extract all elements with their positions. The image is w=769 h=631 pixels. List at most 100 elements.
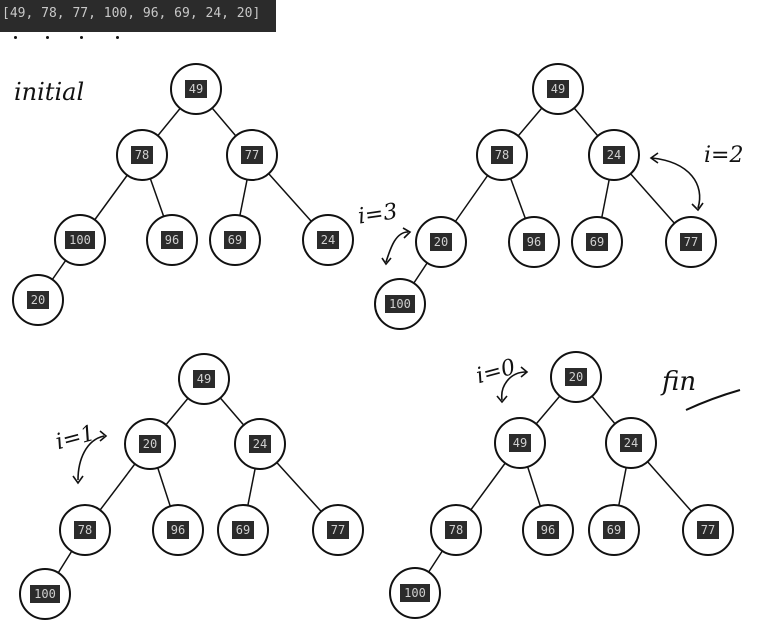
swap-arrows [72, 152, 704, 485]
node-value-box [27, 291, 49, 309]
node-value-box [697, 521, 719, 539]
node-value: 100 [404, 586, 426, 600]
node-value-box [327, 521, 349, 539]
tree-node: 49 [178, 353, 230, 405]
node-value: 69 [236, 523, 250, 537]
node-value: 24 [253, 437, 267, 451]
node-value-box [241, 146, 263, 164]
node-value: 69 [590, 235, 604, 249]
tree-step-i3-i2: 49 78 24 20 96 69 77 100 [374, 63, 717, 330]
tree-final: 20 49 24 78 96 69 77 100 [389, 351, 734, 619]
tree-node: 24 [302, 214, 354, 266]
node-value: 49 [197, 372, 211, 386]
node-value: 96 [527, 235, 541, 249]
label-i0: i=0 [474, 355, 519, 389]
fin-underline [685, 389, 741, 411]
node-value-box [491, 146, 513, 164]
node-value-box [603, 146, 625, 164]
tree-node: 49 [532, 63, 584, 115]
label-initial: initial [14, 78, 84, 106]
node-value: 78 [449, 523, 463, 537]
node-value: 49 [513, 436, 527, 450]
tree-node: 77 [665, 216, 717, 268]
tree-node: 100 [54, 214, 106, 266]
tree-node: 24 [588, 129, 640, 181]
node-value-box [400, 584, 430, 602]
node-value: 96 [541, 523, 555, 537]
node-value-box [185, 80, 207, 98]
node-value: 20 [569, 370, 583, 384]
node-value-box [620, 434, 642, 452]
tree-node: 49 [170, 63, 222, 115]
node-value-box [193, 370, 215, 388]
tree-node: 69 [217, 504, 269, 556]
node-value: 77 [701, 523, 715, 537]
node-value-box [547, 80, 569, 98]
node-value: 78 [78, 523, 92, 537]
tree-node: 49 [494, 417, 546, 469]
node-value-box [224, 231, 246, 249]
node-value: 100 [69, 233, 91, 247]
label-i3: i=3 [356, 199, 399, 229]
tree-node: 20 [415, 216, 467, 268]
node-value: 77 [245, 148, 259, 162]
node-value: 69 [607, 523, 621, 537]
label-i1: i=1 [53, 421, 98, 455]
node-value-box [565, 368, 587, 386]
node-value-box [430, 233, 452, 251]
tree-node: 96 [152, 504, 204, 556]
node-value: 78 [495, 148, 509, 162]
label-fin: fin [660, 367, 696, 397]
node-value-box [445, 521, 467, 539]
node-value: 20 [31, 293, 45, 307]
tree-node: 77 [226, 129, 278, 181]
node-value-box [139, 435, 161, 453]
tree-node: 69 [588, 504, 640, 556]
node-value-box [161, 231, 183, 249]
node-value: 24 [607, 148, 621, 162]
node-value-box [65, 231, 95, 249]
node-value: 24 [321, 233, 335, 247]
tree-node: 20 [12, 274, 64, 326]
tree-node: 78 [59, 504, 111, 556]
node-value: 20 [434, 235, 448, 249]
tree-node: 78 [476, 129, 528, 181]
tree-node: 77 [312, 504, 364, 556]
node-value: 77 [684, 235, 698, 249]
node-value-box [509, 434, 531, 452]
tree-node: 96 [508, 216, 560, 268]
tree-node: 78 [116, 129, 168, 181]
node-value-box [680, 233, 702, 251]
node-value: 49 [551, 82, 565, 96]
node-value-box [603, 521, 625, 539]
tree-initial: 49 78 77 100 96 69 24 20 [12, 63, 354, 326]
tree-step-i1: 49 20 24 78 96 69 77 100 [19, 353, 364, 620]
node-value: 96 [171, 523, 185, 537]
tree-node: 77 [682, 504, 734, 556]
node-value-box [317, 231, 339, 249]
node-value-box [385, 295, 415, 313]
node-value-box [586, 233, 608, 251]
node-value: 78 [135, 148, 149, 162]
node-value-box [30, 585, 60, 603]
tree-node: 100 [19, 568, 71, 620]
node-value-box [523, 233, 545, 251]
node-value-box [74, 521, 96, 539]
tree-node: 20 [550, 351, 602, 403]
tree-node: 78 [430, 504, 482, 556]
array-display: [49, 78, 77, 100, 96, 69, 24, 20] [0, 0, 276, 32]
node-value: 24 [624, 436, 638, 450]
tree-node: 96 [522, 504, 574, 556]
node-value: 96 [165, 233, 179, 247]
label-i2: i=2 [704, 143, 743, 168]
node-value: 20 [143, 437, 157, 451]
tree-node: 24 [605, 417, 657, 469]
tree-node: 96 [146, 214, 198, 266]
tree-node: 69 [571, 216, 623, 268]
tree-node: 100 [389, 567, 441, 619]
node-value-box [232, 521, 254, 539]
tree-node: 69 [209, 214, 261, 266]
node-value: 100 [34, 587, 56, 601]
node-value: 100 [389, 297, 411, 311]
